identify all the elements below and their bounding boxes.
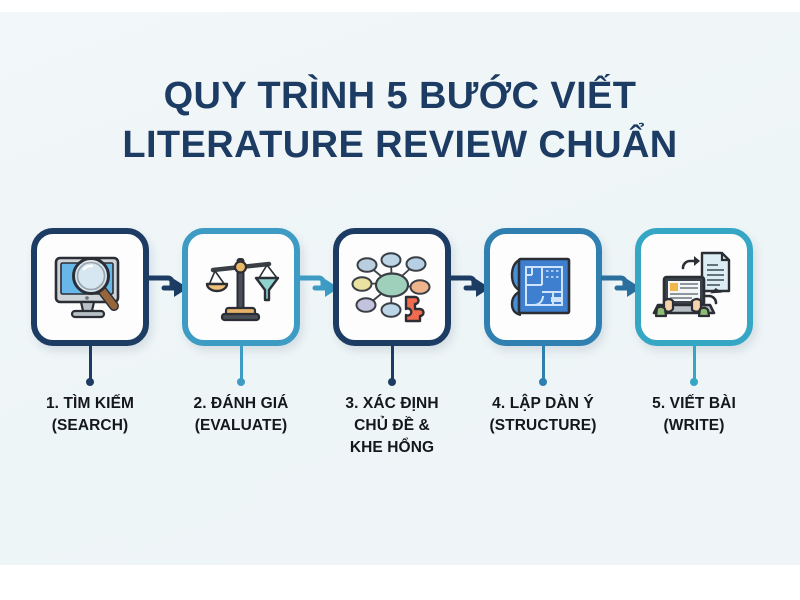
monitor-magnifier-icon (48, 245, 132, 329)
step-2-label-line-2: (EVALUATE) (194, 417, 288, 434)
step-5-write[interactable]: 5. VIẾT BÀI (WRITE) (632, 228, 756, 434)
step-3-label: 3. XÁC ĐỊNH CHỦ ĐỀ & KHE HỔNG (322, 393, 462, 459)
step-5-label-line-1: 5. VIẾT BÀI (652, 395, 736, 412)
title-line-2: LITERATURE REVIEW CHUẨN (122, 124, 678, 166)
step-1-label-line-1: 1. TÌM KIẾM (45, 395, 135, 412)
arrow-step4-to-step5 (601, 272, 641, 304)
step-2-evaluate[interactable]: 2. ĐÁNH GIÁ (EVALUATE) (179, 228, 303, 434)
step-1-connector (88, 346, 92, 382)
step-3-label-line-2: CHỦ ĐỀ & (354, 417, 430, 434)
step-2-label-line-1: 2. ĐÁNH GIÁ (193, 395, 289, 412)
blueprint-floorplan-icon (501, 245, 585, 329)
page-title: QUY TRÌNH 5 BƯỚC VIẾT LITERATURE REVIEW … (0, 72, 800, 170)
step-1-label-line-2: (SEARCH) (51, 417, 129, 434)
step-2-connector (239, 346, 243, 382)
step-2-connector-dot (237, 378, 245, 386)
process-steps: 1. TÌM KIẾM (SEARCH) (0, 228, 800, 528)
step-3-connector (390, 346, 394, 382)
step-1-connector-dot (86, 378, 94, 386)
step-4-connector (541, 346, 545, 382)
step-2-card[interactable] (182, 228, 300, 346)
arrow-step1-to-step2 (148, 272, 188, 304)
step-5-connector-dot (690, 378, 698, 386)
step-1-search[interactable]: 1. TÌM KIẾM (SEARCH) (28, 228, 152, 434)
step-4-label: 4. LẬP DÀN Ý (STRUCTURE) (473, 393, 613, 437)
step-5-label: 5. VIẾT BÀI (WRITE) (624, 393, 764, 437)
step-1-card[interactable] (31, 228, 149, 346)
step-4-connector-dot (539, 378, 547, 386)
step-4-card[interactable] (484, 228, 602, 346)
step-3-identify-topic-gap[interactable]: 3. XÁC ĐỊNH CHỦ ĐỀ & KHE HỔNG (330, 228, 454, 456)
step-3-label-line-3: KHE HỔNG (349, 439, 435, 456)
step-5-connector (692, 346, 696, 382)
step-3-label-line-1: 3. XÁC ĐỊNH (345, 395, 439, 412)
step-3-card[interactable] (333, 228, 451, 346)
arrow-step3-to-step4 (450, 272, 490, 304)
step-4-label-line-1: 4. LẬP DÀN Ý (492, 395, 594, 412)
balance-scale-funnel-icon (199, 245, 283, 329)
step-5-card[interactable] (635, 228, 753, 346)
step-4-structure[interactable]: 4. LẬP DÀN Ý (STRUCTURE) (481, 228, 605, 434)
laptop-typing-document-icon (652, 245, 736, 329)
step-3-connector-dot (388, 378, 396, 386)
mind-map-puzzle-icon (350, 245, 434, 329)
step-1-label: 1. TÌM KIẾM (SEARCH) (20, 393, 160, 437)
arrow-step2-to-step3 (299, 272, 339, 304)
step-2-label: 2. ĐÁNH GIÁ (EVALUATE) (171, 393, 311, 437)
step-5-label-line-2: (WRITE) (663, 417, 725, 434)
step-4-label-line-2: (STRUCTURE) (489, 417, 597, 434)
title-line-1: QUY TRÌNH 5 BƯỚC VIẾT (163, 75, 637, 117)
